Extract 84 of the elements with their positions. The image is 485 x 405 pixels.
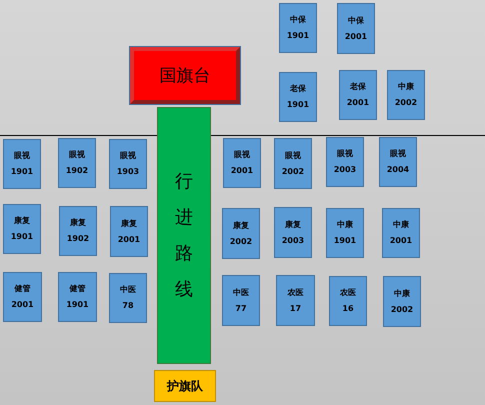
group-number: 2002	[230, 238, 252, 246]
group-number: 2004	[386, 166, 410, 174]
group-name: 康复	[121, 220, 137, 228]
class-block	[109, 139, 147, 189]
group-name: 农医	[340, 289, 356, 297]
group-name: 中保	[348, 16, 364, 24]
group-name: 眼视	[120, 152, 136, 160]
class-block	[329, 276, 367, 326]
group-name: 中保	[290, 16, 306, 24]
class-block	[326, 208, 364, 258]
group-number: 1901	[10, 233, 34, 241]
class-block	[383, 276, 421, 327]
group-number: 1901	[10, 168, 34, 176]
class-block	[223, 138, 261, 188]
class-block	[109, 273, 147, 323]
group-name: 眼视	[14, 152, 30, 160]
class-block	[3, 204, 41, 254]
class-block	[110, 206, 148, 257]
group-number: 78	[122, 302, 134, 310]
class-block	[274, 138, 312, 189]
group-name: 眼视	[69, 151, 85, 159]
class-block	[379, 137, 417, 187]
group-name: 中康	[398, 83, 414, 91]
group-name: 康复	[14, 217, 30, 225]
node-label: 护旗队	[167, 378, 203, 394]
group-name: 老保	[350, 83, 366, 91]
class-block	[337, 3, 375, 54]
march-route	[157, 107, 211, 364]
node-label: 国旗台	[160, 65, 210, 87]
class-block	[276, 275, 315, 326]
class-block	[222, 208, 260, 259]
class-block	[387, 70, 425, 120]
group-name: 中康	[393, 221, 409, 229]
group-name: 眼视	[390, 150, 406, 158]
group-name: 眼视	[234, 151, 250, 159]
class-block	[58, 138, 96, 188]
group-name: 眼视	[337, 150, 353, 158]
group-name: 健管	[70, 285, 86, 293]
class-block	[339, 70, 377, 120]
group-name: 康复	[233, 222, 249, 230]
group-number: 16	[342, 305, 354, 313]
class-block	[279, 3, 317, 53]
group-number: 2001	[344, 32, 368, 40]
group-number: 2002	[390, 306, 414, 314]
group-number: 2001	[346, 99, 370, 107]
class-block	[3, 139, 41, 189]
group-number: 2002	[394, 99, 418, 107]
flag-guard-box	[154, 370, 216, 402]
group-number: 2001	[11, 301, 34, 309]
group-name: 康复	[70, 219, 86, 227]
class-block	[222, 275, 260, 326]
group-name: 中医	[233, 288, 249, 296]
group-name: 健管	[14, 285, 30, 293]
group-number: 17	[290, 304, 302, 312]
group-number: 2003	[334, 166, 356, 174]
group-number: 1902	[66, 167, 88, 175]
node-label: 行进路线	[175, 170, 193, 302]
group-number: 1903	[116, 168, 140, 176]
group-name: 中康	[337, 221, 353, 229]
group-number: 2001	[230, 167, 254, 175]
class-block	[58, 272, 97, 322]
group-number: 1901	[334, 237, 356, 245]
class-block	[382, 208, 420, 258]
group-number: 2002	[282, 168, 304, 176]
group-name: 中医	[120, 286, 136, 294]
group-number: 1901	[66, 301, 89, 309]
group-name: 眼视	[285, 152, 301, 160]
class-block	[274, 207, 312, 258]
group-name: 中康	[394, 290, 410, 298]
group-number: 2003	[282, 236, 304, 244]
group-name: 康复	[285, 220, 301, 228]
group-number: 2001	[118, 236, 140, 244]
class-block	[3, 272, 42, 322]
group-name: 老保	[290, 85, 306, 93]
group-number: 1901	[286, 32, 310, 40]
class-block	[326, 137, 364, 187]
group-name: 农医	[288, 288, 304, 296]
group-number: 2001	[390, 237, 412, 245]
class-block	[279, 72, 317, 122]
flag-platform	[130, 47, 240, 104]
class-block	[59, 206, 97, 256]
group-number: 77	[235, 304, 247, 312]
group-number: 1901	[286, 101, 310, 109]
group-number: 1902	[66, 235, 90, 243]
